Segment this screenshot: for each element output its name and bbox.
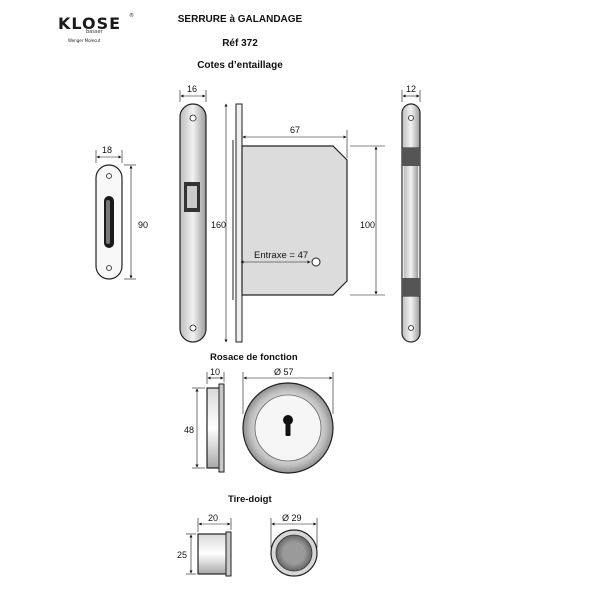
lock-side-view (401, 103, 421, 343)
brand-tagline: basser (86, 29, 103, 35)
dim-rosette-height: 90 (138, 220, 148, 230)
dim-faceplate-height: 160 (211, 220, 226, 230)
brand-reg-mark: ® (129, 13, 135, 19)
dim-pull-depth: 20 (208, 513, 218, 523)
lock-case (241, 145, 348, 296)
dim-side-width: 12 (406, 84, 416, 94)
section-rosace-label: Rosace de fonction (210, 352, 298, 363)
dim-pull-height: 25 (177, 550, 187, 560)
dim-ring-height: 48 (184, 425, 194, 435)
dim-ring-depth: 10 (210, 367, 220, 377)
dim-rosette-width: 18 (102, 145, 112, 155)
lock-side-profile (232, 103, 243, 343)
dim-case-width: 67 (290, 125, 300, 135)
brand-small-text: Wenger Molecut (68, 38, 101, 43)
brand-logo: KLOSE ® basser Wenger Molecut (58, 13, 134, 43)
tire-front-view (270, 529, 318, 577)
title-line-3: Cotes d’entaillage (197, 60, 283, 71)
dim-ring-diameter: Ø 57 (274, 367, 294, 377)
rosette-plate (95, 164, 123, 280)
title-line-1: SERRURE à GALANDAGE (177, 14, 303, 25)
rosace-front-view (242, 382, 334, 474)
brand-name: KLOSE (58, 14, 122, 33)
rosace-side-view (206, 383, 225, 473)
dim-entraxe: Entraxe = 47 (254, 250, 308, 261)
tire-side-view (197, 531, 232, 577)
dim-pull-diameter: Ø 29 (282, 513, 302, 523)
dim-faceplate-width: 16 (187, 84, 197, 94)
title-line-2: Réf 372 (222, 38, 258, 49)
dim-case-height: 100 (360, 220, 375, 230)
lock-faceplate (179, 103, 207, 343)
section-tire-label: Tire-doigt (228, 494, 272, 505)
